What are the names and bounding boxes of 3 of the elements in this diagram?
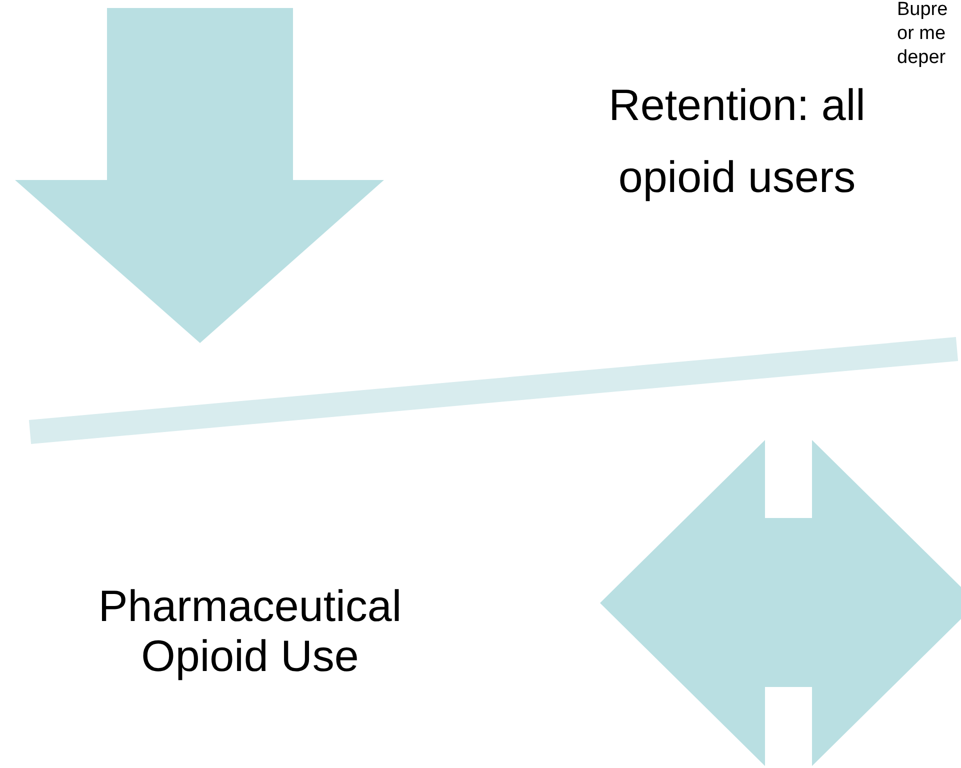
note-text: Bupre or me deper bbox=[897, 0, 948, 70]
label-text: Pharmaceutical Opioid Use bbox=[97, 582, 403, 682]
label-text: Retention: all opioid users bbox=[608, 80, 866, 204]
